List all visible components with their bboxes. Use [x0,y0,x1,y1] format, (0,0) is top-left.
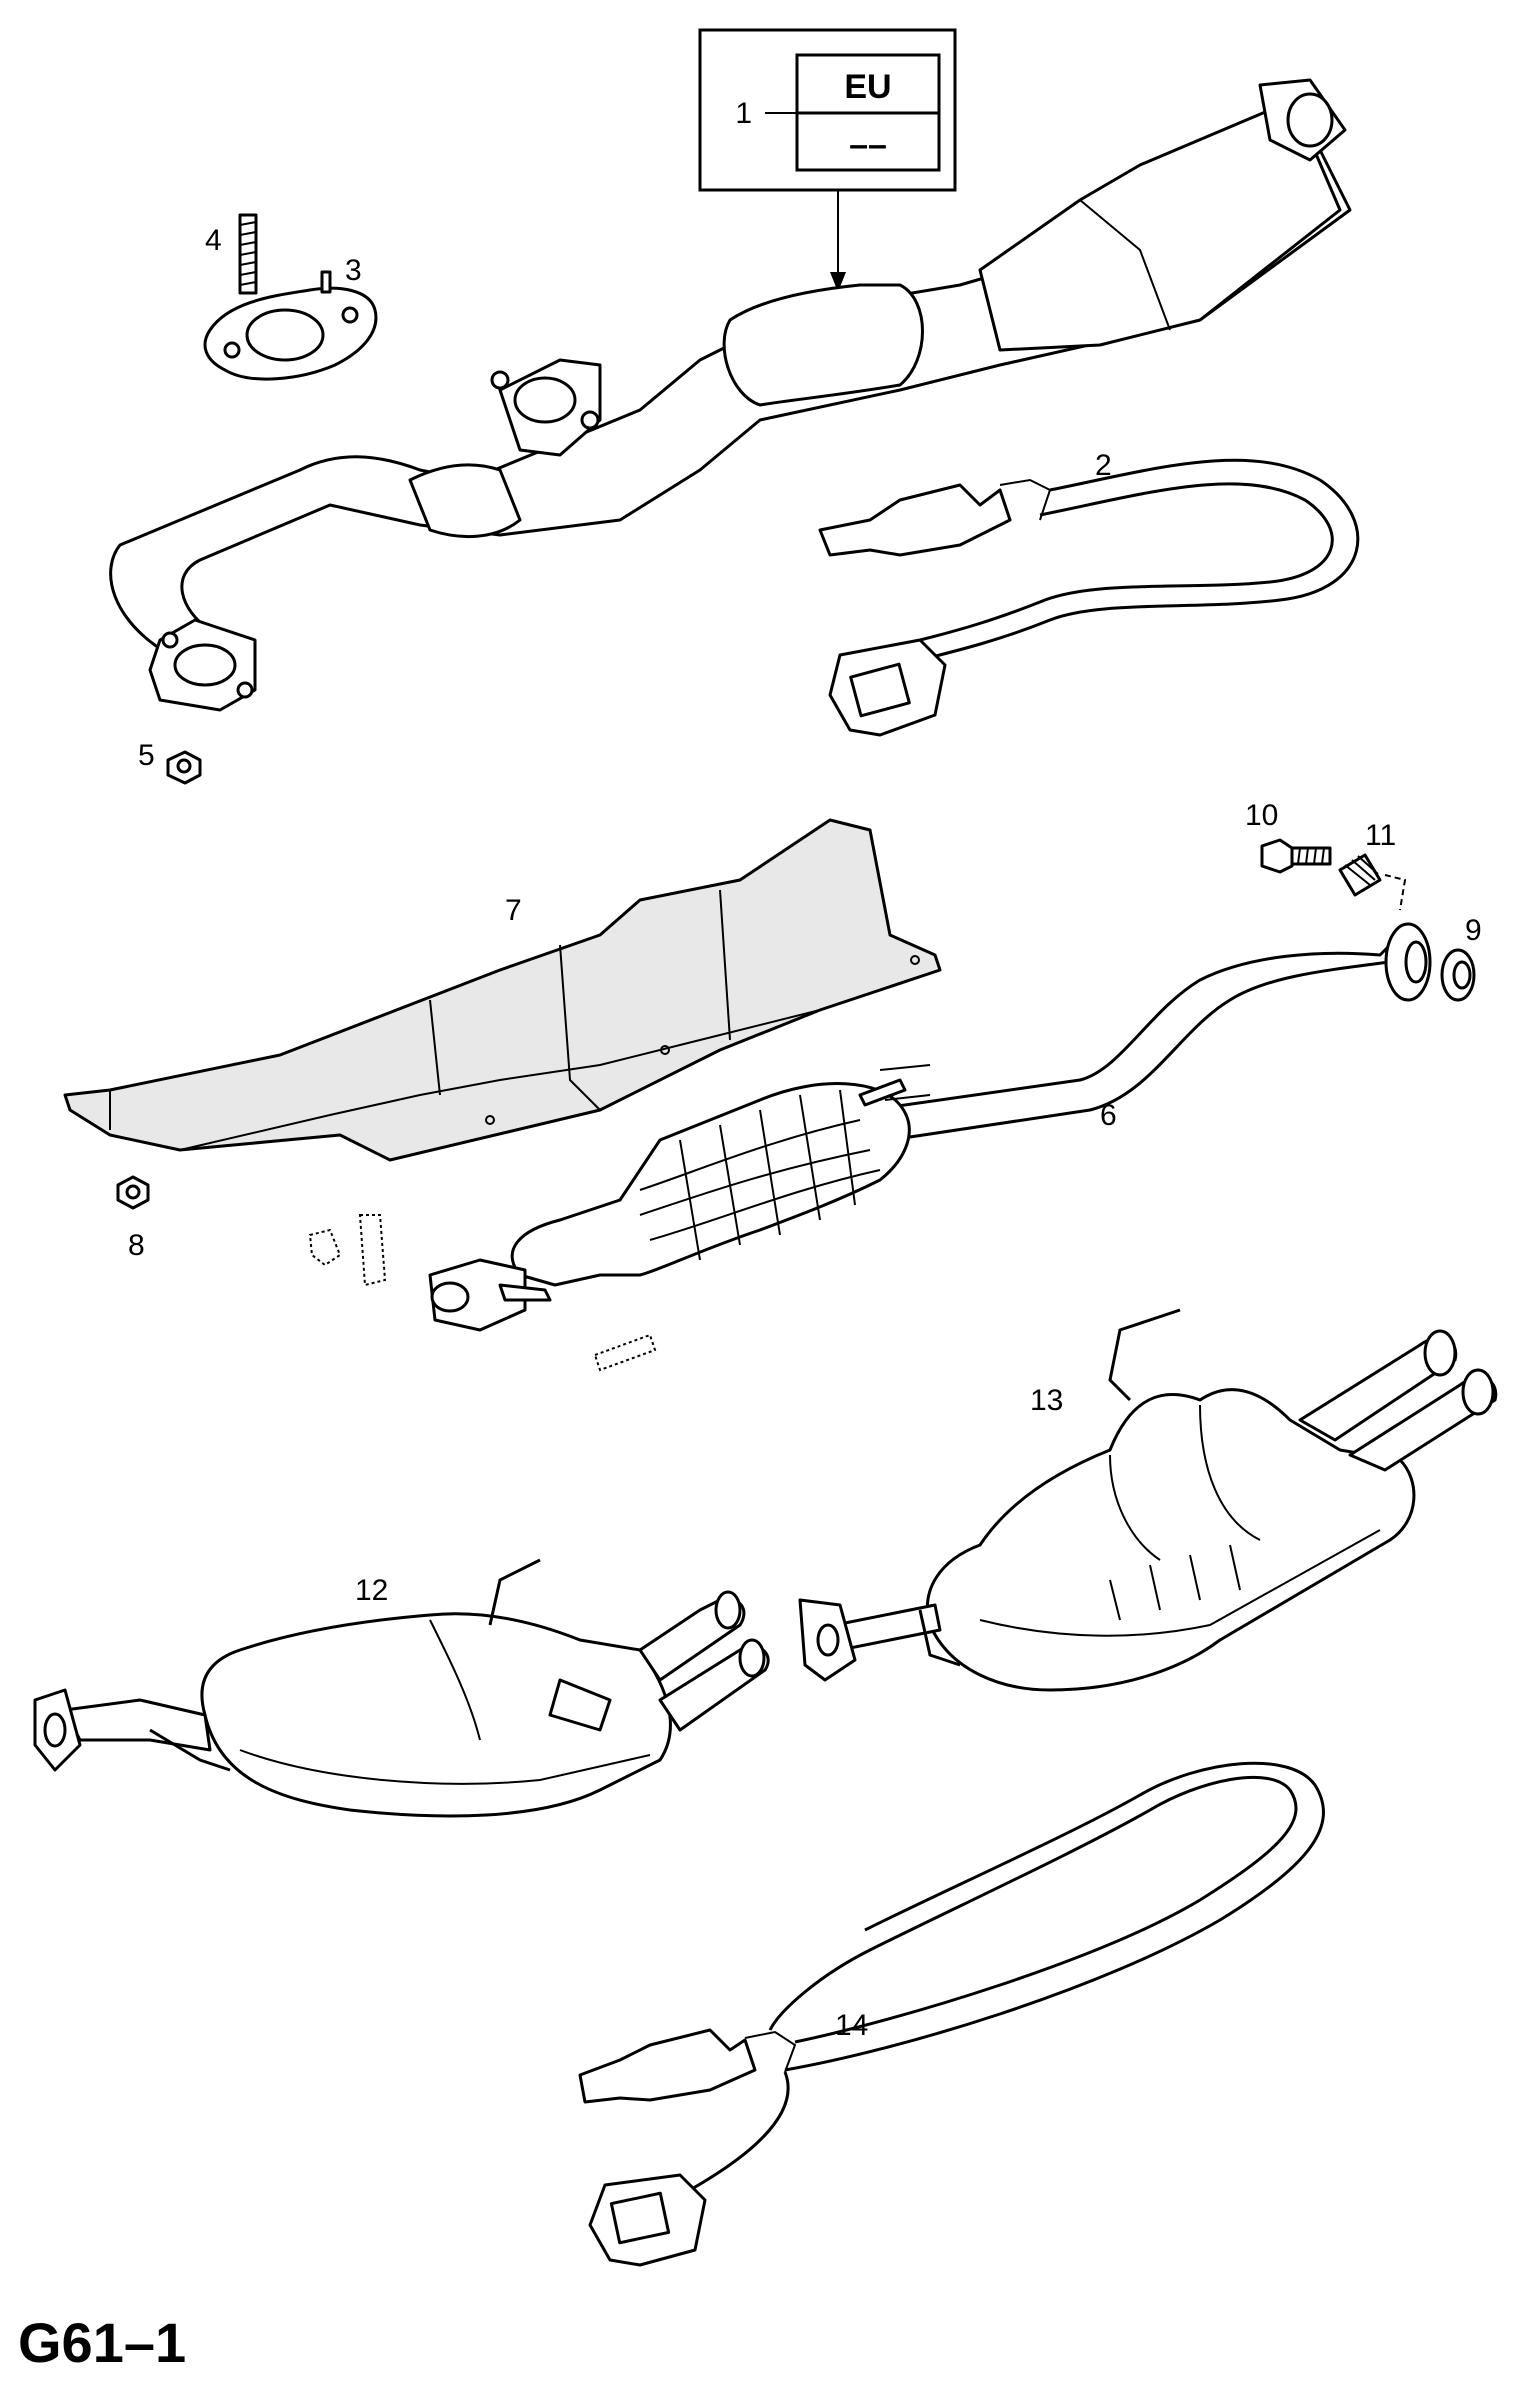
legend-box-bottom: –– [849,126,887,164]
spring [1338,853,1407,911]
part-number-11: 11 [1365,819,1396,852]
part-number-1: 1 [735,97,752,130]
part-number-12: 12 [355,1574,388,1607]
front-pipe-catalytic-converter [109,78,1352,712]
page-id: G61–1 [18,2311,186,2374]
intermediate-pipe-center-silencer [428,922,1432,1332]
rear-silencer-13 [798,1308,1498,1692]
stud [238,213,258,295]
part-number-13: 13 [1030,1384,1063,1417]
rear-silencer-12 [33,1558,770,1818]
seal-ring [1440,948,1476,1002]
heat-shield [63,818,942,1162]
legend-box: EU –– [698,28,957,292]
legend-box-top: EU [844,68,891,106]
part-number-4: 4 [205,224,222,257]
part-number-10: 10 [1245,799,1278,832]
part-number-7: 7 [505,894,522,927]
clamp-parts [308,1214,657,1372]
part-number-3: 3 [345,254,362,287]
oxygen-sensor-rear [578,1761,1325,2267]
nut-front [166,750,202,785]
part-number-14: 14 [835,2009,868,2042]
oxygen-sensor-front [818,458,1360,737]
nut-heat-shield [116,1175,150,1210]
part-number-2: 2 [1095,449,1112,482]
gasket [203,270,378,381]
part-number-8: 8 [128,1229,145,1262]
part-number-5: 5 [138,739,155,772]
part-number-6: 6 [1100,1099,1117,1132]
bolt [1260,838,1332,874]
part-number-9: 9 [1465,914,1482,947]
